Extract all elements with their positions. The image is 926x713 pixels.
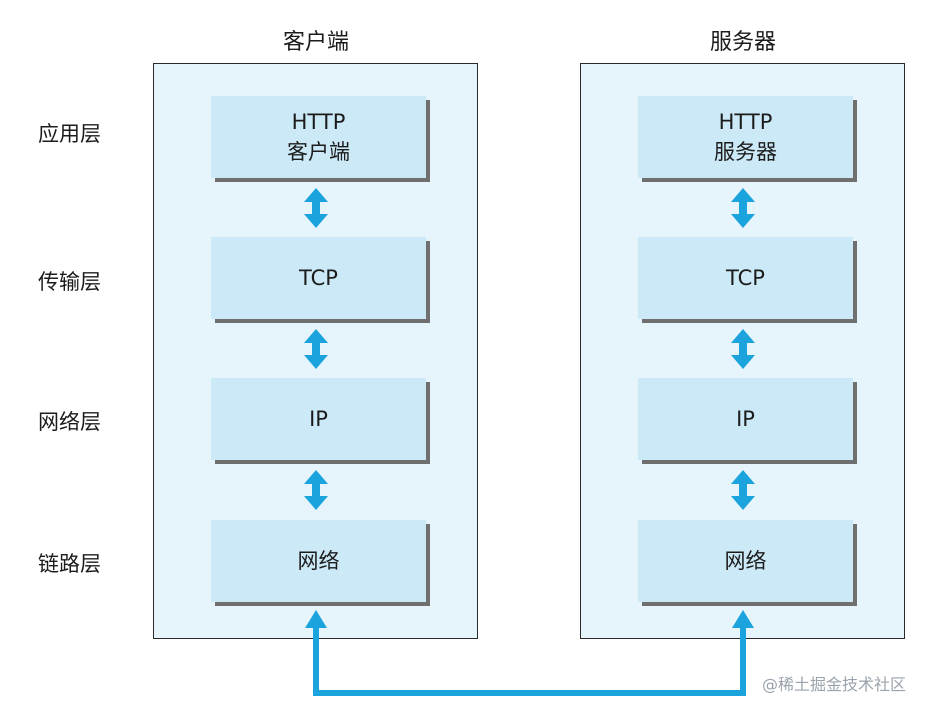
client-arrow-head-up-transport-network [304,329,328,343]
client-arrow-shaft-transport-network [312,339,320,359]
client-http-label-line1: HTTP 客户端 [287,110,350,164]
server-tcp-box: TCP [638,237,853,319]
client-arrow-head-down-application-transport [304,214,328,228]
server-http-label: HTTP 服务器 [714,110,777,164]
layer-label-transport: 传输层 [38,270,101,294]
server-arrow-head-down-network-link [731,496,755,510]
client-column-title: 客户端 [282,30,349,55]
server-http-box: HTTP 服务器 [638,96,853,178]
client-arrow-shaft-application-transport [312,198,320,218]
server-network-label: 网络 [724,549,767,573]
client-network-box: 网络 [211,520,426,602]
server-ip-box: IP [638,378,853,460]
client-tcp-box: TCP [211,237,426,319]
layer-label-network: 网络层 [38,410,101,434]
watermark: @稀土掘金技术社区 [761,675,906,694]
server-arrow-shaft-transport-network [739,339,747,359]
server-arrow-head-up-transport-network [731,329,755,343]
client-http-box: HTTP 客户端 [211,96,426,178]
layer-label-application: 应用层 [38,122,101,146]
client-network-label: 网络 [297,549,340,573]
client-arrow-head-up-network-link [304,470,328,484]
network-link-line [313,625,746,696]
server-arrow-head-up-network-link [731,470,755,484]
server-column-title: 服务器 [709,30,776,55]
client-arrow-head-down-network-link [304,496,328,510]
client-ip-label: IP [309,407,328,431]
server-arrow-head-up-application-transport [731,188,755,202]
server-arrow-shaft-application-transport [739,198,747,218]
server-tcp-label: TCP [726,266,765,290]
client-arrow-shaft-network-link [312,480,320,500]
server-arrow-head-down-transport-network [731,355,755,369]
server-arrow-shaft-network-link [739,480,747,500]
client-arrow-head-up-application-transport [304,188,328,202]
client-panel: HTTP 客户端 TCP IP 网络 [153,63,478,639]
client-arrow-head-down-transport-network [304,355,328,369]
client-ip-box: IP [211,378,426,460]
client-tcp-label: TCP [299,266,338,290]
server-arrow-head-down-application-transport [731,214,755,228]
client-network-uparrow-head [305,610,327,628]
layer-label-link: 链路层 [38,552,101,576]
server-network-box: 网络 [638,520,853,602]
server-network-uparrow-head [732,610,754,628]
server-ip-label: IP [736,407,755,431]
